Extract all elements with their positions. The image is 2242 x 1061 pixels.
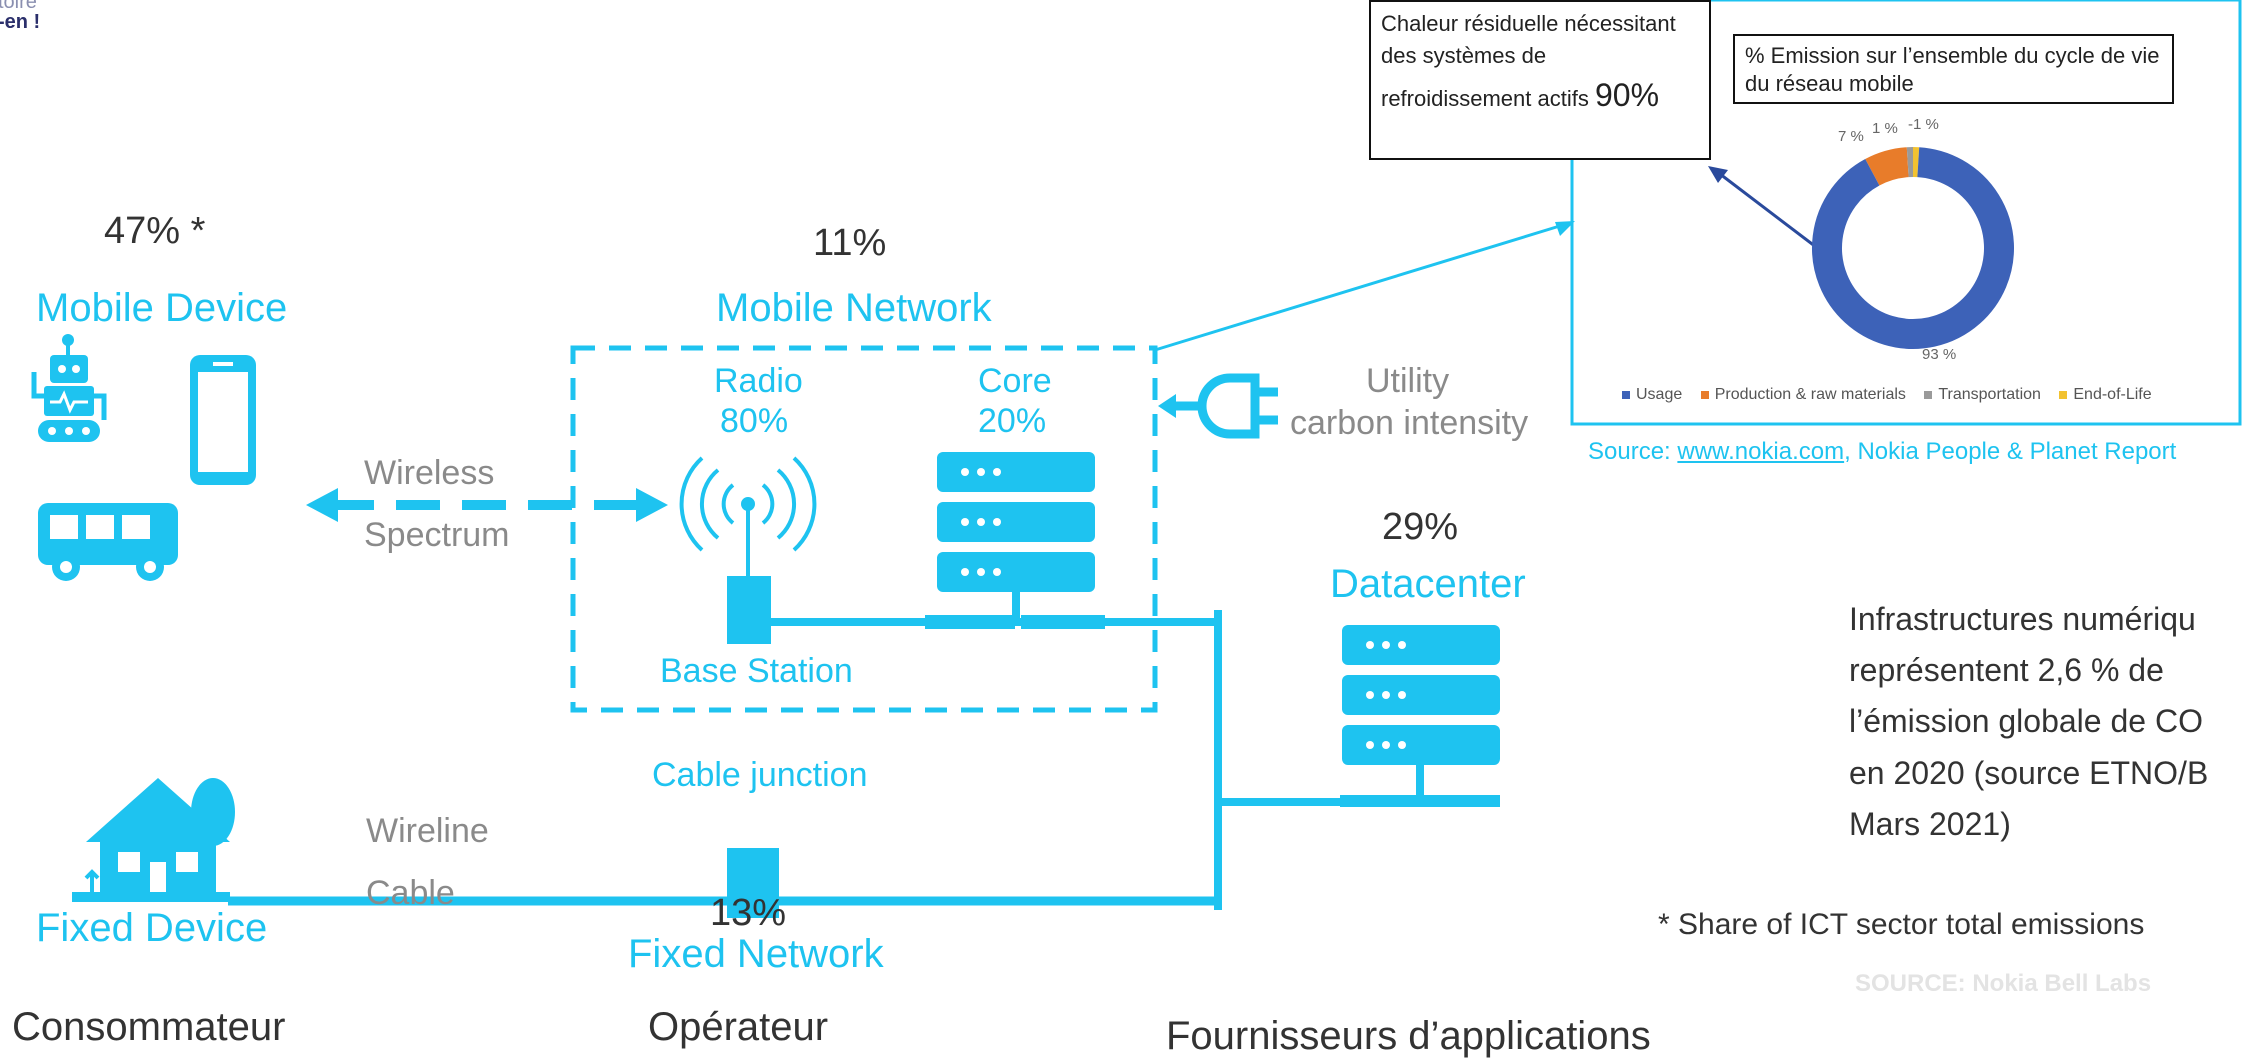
fixed-network-percent: 13% (710, 892, 787, 934)
utility-label: Utility (1366, 362, 1450, 400)
mobile-device-label: Mobile Device (36, 286, 288, 330)
datacenter-label: Datacenter (1330, 562, 1526, 606)
robot-icon (31, 334, 107, 442)
legend-item-usage: Usage (1622, 386, 1682, 404)
legend-usage-label: Usage (1636, 386, 1683, 403)
donut-slice-production-raw-materials (1865, 147, 1910, 186)
base-station-block (727, 576, 771, 644)
legend-item-production: Production & raw materials (1700, 386, 1906, 404)
infra-line-4: en 2020 (source ETNO/B (1849, 754, 2209, 791)
plug-icon (1158, 373, 1278, 439)
core-percent: 20% (978, 402, 1047, 440)
source-nokia-suffix: , Nokia People & Planet Report (1844, 438, 2177, 465)
datacenter-percent: 29% (1382, 506, 1459, 548)
header-fragment-line2: -en ! (0, 11, 41, 33)
fixed-device-label: Fixed Device (36, 906, 268, 950)
cable-junction-label: Cable junction (652, 756, 868, 794)
infra-line-5: Mars 2021) (1849, 805, 2011, 842)
legend-end-of-life-label: End-of-Life (2073, 386, 2152, 403)
infra-line-3: l’émission globale de CO (1849, 703, 2203, 740)
infra-line-1: Infrastructures numériqu (1849, 601, 2196, 637)
carbon-intensity-label: carbon intensity (1290, 404, 1529, 442)
label-7pct: 7 % (1838, 128, 1864, 145)
mobile-network-box (570, 345, 1158, 713)
share-note: * Share of ICT sector total emissions (1658, 908, 2145, 941)
chart-frame (1570, 0, 2242, 426)
infra-line-2: représentent 2,6 % de (1849, 652, 2164, 689)
emission-title-text: % Emission sur l’ensemble du cycle de vi… (1745, 43, 2160, 96)
core-label: Core (978, 362, 1052, 400)
legend-production-label: Production & raw materials (1714, 386, 1906, 403)
house-icon (72, 778, 235, 902)
footer-providers: Fournisseurs d’applications (1166, 1014, 1651, 1058)
datacenter-server-icon (1340, 625, 1500, 807)
heat-arrow (1708, 166, 1821, 252)
heat-callout-text: Chaleur résiduelle nécessitant des systè… (1381, 11, 1676, 111)
source-bell-labs: SOURCE: Nokia Bell Labs (1855, 970, 2152, 997)
legend-item-end-of-life: End-of-Life (2059, 386, 2152, 404)
header-fragment-line1: toire (0, 0, 37, 13)
footer-operator: Opérateur (648, 1005, 829, 1049)
mobile-device-percent: 47% * (104, 210, 206, 252)
fixed-network-label: Fixed Network (628, 932, 884, 976)
emission-donut-chart (1812, 147, 2014, 349)
wireless-label: Wireless (364, 454, 495, 492)
legend-transportation-label: Transportation (1938, 386, 2041, 403)
header-fragment: toire -en ! (0, 0, 40, 32)
wireless-arrow (306, 488, 668, 522)
infrastructure-text-block: Infrastructures numériqu représentent 2,… (1849, 594, 2208, 850)
base-station-label: Base Station (660, 652, 853, 690)
bus-icon (38, 503, 178, 581)
radio-label: Radio (714, 362, 803, 400)
heat-callout-box: Chaleur résiduelle nécessitant des systè… (1369, 0, 1711, 160)
link-to-chart-arrow (1154, 221, 1575, 352)
phone-icon (190, 355, 256, 485)
mobile-network-percent: 11% (813, 222, 887, 264)
wireline-label: Wireline (366, 812, 489, 850)
donut-slice-usage (1812, 147, 2014, 349)
mobile-network-label: Mobile Network (716, 286, 992, 330)
footer-consumer: Consommateur (12, 1005, 286, 1049)
heat-callout-percent: 90% (1594, 76, 1660, 113)
label-minus1pct: -1 % (1908, 116, 1939, 133)
cable-junction-block (727, 848, 779, 918)
antenna-icon (679, 456, 817, 578)
label-1pct: 1 % (1872, 120, 1898, 137)
label-93pct: 93 % (1922, 346, 1957, 363)
source-nokia-prefix: Source: (1588, 438, 1678, 465)
legend-item-transportation: Transportation (1924, 386, 2041, 404)
source-nokia-link[interactable]: www.nokia.com (1677, 438, 1845, 465)
source-nokia: Source: www.nokia.com, Nokia People & Pl… (1588, 438, 2176, 466)
core-server-icon (937, 452, 1095, 620)
cable-label: Cable (366, 874, 455, 912)
chart-legend: Usage Production & raw materials Transpo… (1622, 386, 2166, 404)
emission-title-box: % Emission sur l’ensemble du cycle de vi… (1733, 34, 2174, 104)
radio-percent: 80% (720, 402, 789, 440)
spectrum-label: Spectrum (364, 516, 510, 554)
